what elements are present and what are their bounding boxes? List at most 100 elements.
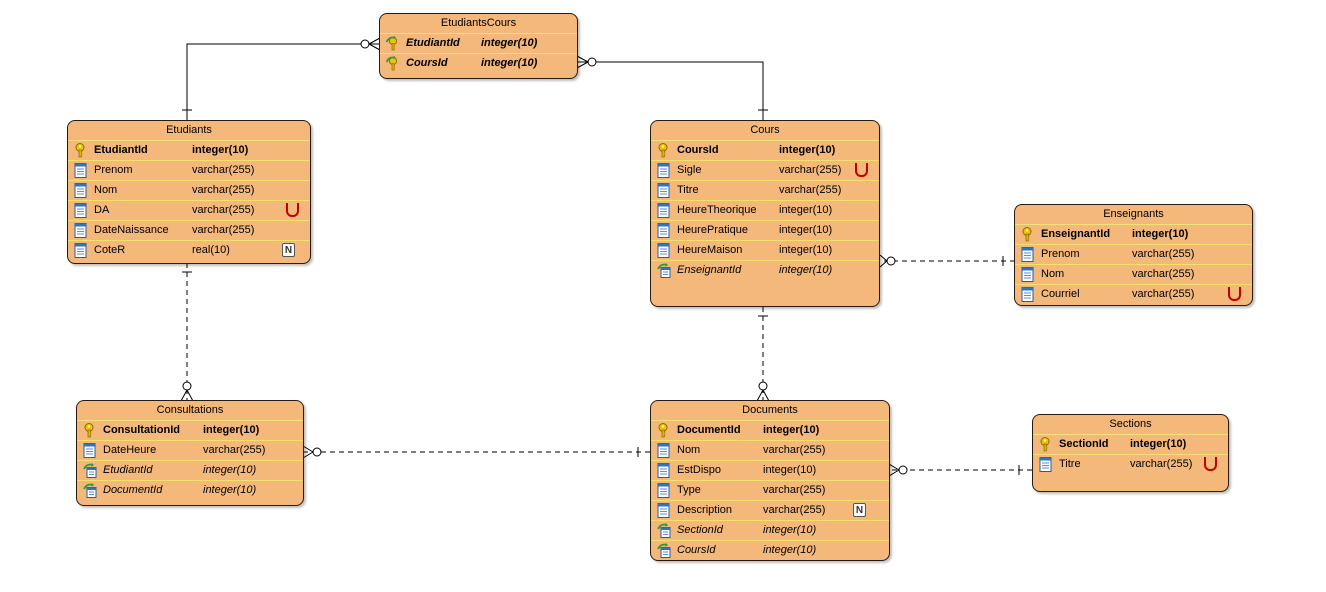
column-icon xyxy=(657,483,671,498)
column-type: varchar(255) xyxy=(192,224,255,236)
column-name: Titre xyxy=(1059,458,1081,470)
column-row[interactable]: Nom varchar(255) xyxy=(651,441,889,461)
unique-constraint-icon xyxy=(1204,457,1217,471)
column-type: varchar(255) xyxy=(192,204,255,216)
column-row[interactable]: Titre varchar(255) xyxy=(1033,455,1228,474)
column-row[interactable]: EtudiantId integer(10) xyxy=(68,141,310,161)
column-name: Titre xyxy=(677,184,699,196)
column-icon xyxy=(74,163,88,178)
column-type: varchar(255) xyxy=(763,504,826,516)
column-type: varchar(255) xyxy=(1130,458,1193,470)
column-name: Prenom xyxy=(1041,248,1080,260)
column-type: integer(10) xyxy=(763,544,817,556)
column-icon xyxy=(657,463,671,478)
column-name: EtudiantId xyxy=(94,144,148,156)
column-type: varchar(255) xyxy=(763,444,826,456)
unique-constraint-icon xyxy=(855,163,868,177)
column-icon xyxy=(657,243,671,258)
column-name: Sigle xyxy=(677,164,702,176)
column-name: HeurePratique xyxy=(677,224,748,236)
column-name: HeureTheorique xyxy=(677,204,757,216)
column-icon xyxy=(1021,247,1035,262)
column-type: integer(10) xyxy=(763,524,817,536)
column-icon xyxy=(1039,457,1053,472)
column-icon xyxy=(74,243,88,258)
column-name: DA xyxy=(94,204,110,216)
column-name: Type xyxy=(677,484,701,496)
rel-enseignants-cours[interactable] xyxy=(879,254,1015,268)
column-type: integer(10) xyxy=(779,264,833,276)
column-name: HeureMaison xyxy=(677,244,743,256)
primary-key-icon xyxy=(74,143,88,158)
column-type: integer(10) xyxy=(763,464,817,476)
rel-cours-etudiantscours[interactable] xyxy=(576,55,768,121)
column-name: CoursId xyxy=(677,544,716,556)
unique-constraint-icon xyxy=(1228,287,1241,301)
column-name: CoursId xyxy=(677,144,719,156)
column-type: varchar(255) xyxy=(1132,288,1195,300)
primary-key-icon xyxy=(657,143,671,158)
column-name: EnseignantId xyxy=(677,264,742,276)
column-icon xyxy=(657,443,671,458)
column-name: SectionId xyxy=(677,524,723,536)
entity-title: Etudiants xyxy=(68,121,310,141)
foreign-key-icon xyxy=(83,463,97,478)
column-icon xyxy=(74,203,88,218)
nullable-icon: N xyxy=(853,503,866,517)
column-type: integer(10) xyxy=(192,144,249,156)
rel-documents-consultations[interactable] xyxy=(302,445,650,459)
rel-cours-documents[interactable] xyxy=(756,307,770,402)
column-row[interactable]: Description varchar(255) N xyxy=(651,501,889,521)
column-name: EtudiantId xyxy=(406,37,460,49)
column-icon xyxy=(657,503,671,518)
column-row[interactable]: EnseignantId integer(10) xyxy=(651,261,879,280)
rel-etudiants-etudiantscours[interactable] xyxy=(182,37,381,121)
foreign-key-icon xyxy=(657,523,671,538)
primary-key-icon xyxy=(83,423,97,438)
column-row[interactable]: SectionId integer(10) xyxy=(651,521,889,541)
rel-etudiants-consultations[interactable] xyxy=(180,263,194,402)
foreign-key-icon xyxy=(657,543,671,558)
column-name: Description xyxy=(677,504,733,516)
column-icon xyxy=(74,223,88,238)
column-name: Nom xyxy=(677,444,701,456)
column-row[interactable]: DA varchar(255) xyxy=(68,201,310,221)
column-type: integer(10) xyxy=(1132,228,1189,240)
column-icon xyxy=(1021,267,1035,282)
column-type: integer(10) xyxy=(481,57,538,69)
column-row[interactable]: CoursId integer(10) xyxy=(651,541,889,560)
rel-sections-documents[interactable] xyxy=(888,463,1032,477)
column-type: real(10) xyxy=(192,244,230,256)
